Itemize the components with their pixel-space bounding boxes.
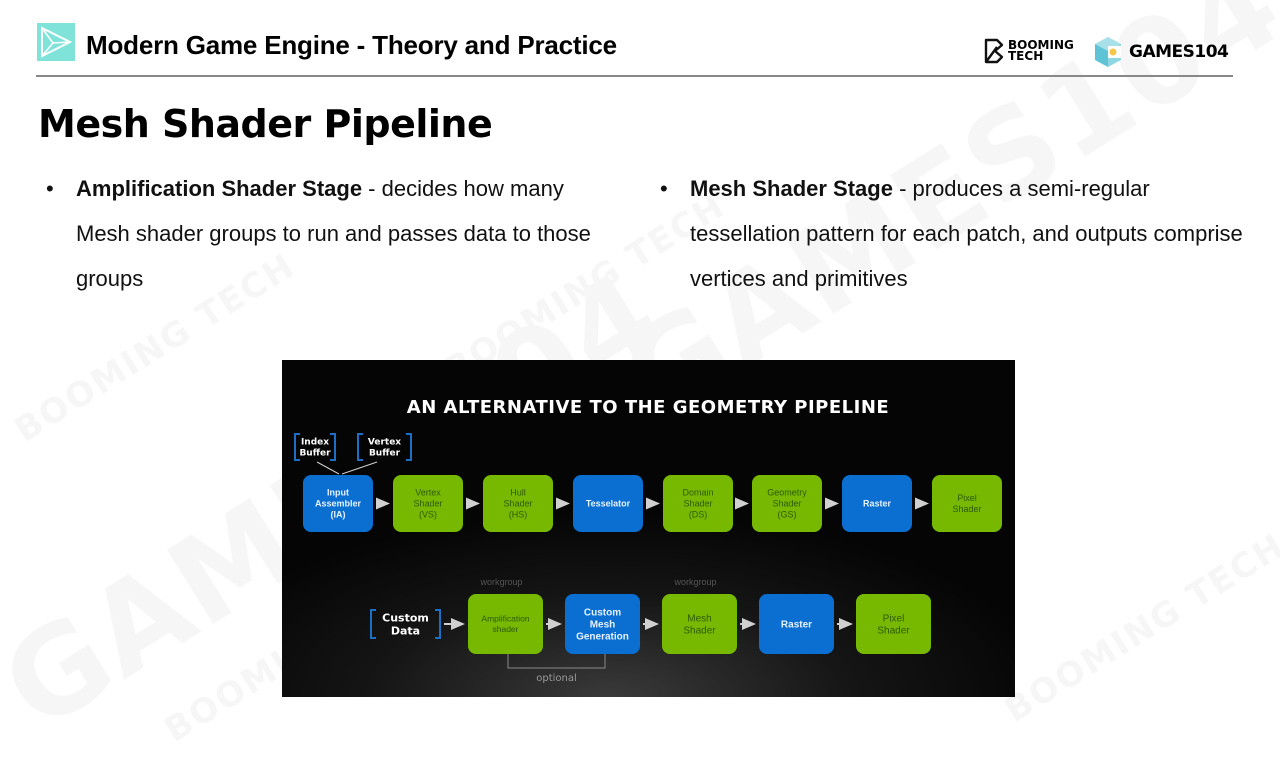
- stage-label: (DS): [689, 510, 708, 520]
- input-label: Vertex: [368, 438, 401, 448]
- stage-box: [573, 475, 643, 532]
- stage-box: [393, 475, 463, 532]
- bullet-dot: •: [660, 176, 668, 201]
- games104-logo: GAMES104: [1093, 35, 1229, 69]
- input-label: Index: [301, 438, 329, 448]
- input-label: Buffer: [299, 449, 331, 459]
- diagram-title: AN ALTERNATIVE TO THE GEOMETRY PIPELINE: [407, 397, 889, 418]
- stage-label: Raster: [781, 620, 812, 631]
- stage-box: [662, 594, 737, 654]
- bullet-term: Mesh Shader Stage: [690, 176, 893, 201]
- stage-label: Input: [327, 488, 349, 498]
- stage-label: Shader: [877, 626, 910, 637]
- stage-raster: Raster: [842, 475, 912, 532]
- connector-index-buffer: [316, 461, 340, 475]
- stage-label: Amplification: [481, 614, 529, 624]
- booming-tech-logo: BOOMING TECH: [983, 38, 1074, 64]
- bullet-description: - decides how many Mesh shader groups to…: [76, 176, 591, 291]
- pipeline-diagram: AN ALTERNATIVE TO THE GEOMETRY PIPELINE …: [282, 360, 1015, 697]
- bracket-left: [294, 433, 300, 461]
- input-label: Data: [391, 624, 420, 637]
- bullet-dot: •: [46, 176, 54, 201]
- games104-cube-icon: [1095, 37, 1121, 67]
- stage-label: (IA): [331, 510, 346, 520]
- stage-label: Geometry: [767, 488, 807, 498]
- stage-label: Mesh: [687, 614, 711, 625]
- stage-box: [932, 475, 1002, 532]
- bracket-right: [330, 433, 336, 461]
- stage-label: Assembler: [315, 499, 362, 509]
- stage-label: Vertex: [415, 488, 441, 498]
- stage-label: (VS): [419, 510, 437, 520]
- stage-label: shader: [493, 624, 519, 634]
- page-title: Mesh Shader Pipeline: [38, 102, 493, 146]
- stage-label: Tesselator: [586, 499, 631, 509]
- stage-label: Shader: [413, 499, 442, 509]
- booming-tech-icon: [984, 38, 1004, 64]
- stage-label: Generation: [576, 632, 629, 643]
- workgroup-label: workgroup: [673, 577, 716, 587]
- stage-box: [842, 475, 912, 532]
- bullet-description: - produces a semi-regular tessellation p…: [690, 176, 1243, 291]
- stage-box: [468, 594, 543, 654]
- bracket-right: [435, 609, 441, 639]
- header-divider: [36, 75, 1233, 77]
- connector-vertex-buffer: [341, 461, 378, 475]
- stage-label: Pixel: [957, 493, 977, 503]
- stage-label: Custom: [584, 608, 621, 619]
- stage-tesselator: Tesselator: [573, 475, 643, 532]
- workgroup-label: workgroup: [479, 577, 522, 587]
- stage-box: [663, 475, 733, 532]
- bracket-left: [357, 433, 363, 461]
- stage-box: [565, 594, 640, 654]
- stage-box: [752, 475, 822, 532]
- stage-label: Shader: [683, 626, 716, 637]
- stage-label: Raster: [863, 499, 892, 509]
- optional-label: optional: [536, 673, 577, 684]
- stage-label: Domain: [682, 488, 713, 498]
- stage-box: [759, 594, 834, 654]
- stage-label: Mesh: [590, 620, 616, 631]
- stage-label: (HS): [509, 510, 528, 520]
- bullet-term: Amplification Shader Stage: [76, 176, 363, 201]
- booming-text: BOOMING: [1008, 38, 1074, 52]
- games104-text: GAMES104: [1129, 42, 1229, 62]
- stage-raster: Raster: [759, 594, 834, 654]
- bracket-left: [370, 609, 376, 639]
- watermark-booming-tech: BOOMING TECH: [997, 525, 1280, 731]
- stage-label: Shader: [772, 499, 801, 509]
- stage-box: [303, 475, 373, 532]
- stage-box: [856, 594, 931, 654]
- bracket-right: [406, 433, 412, 461]
- tech-text: TECH: [1008, 49, 1044, 63]
- bullet-amplification-shader: • Amplification Shader Stage - decides ho…: [46, 166, 616, 301]
- bullet-mesh-shader: • Mesh Shader Stage - produces a semi-reg…: [660, 166, 1250, 301]
- stage-label: Hull: [510, 488, 526, 498]
- stage-label: (GS): [778, 510, 797, 520]
- optional-bracket: [507, 654, 606, 669]
- course-logo-icon: [37, 23, 75, 61]
- course-title: Modern Game Engine - Theory and Practice: [86, 30, 617, 60]
- input-label: Custom: [382, 611, 429, 624]
- input-label: Buffer: [369, 449, 401, 459]
- stage-label: Shader: [503, 499, 532, 509]
- stage-box: [483, 475, 553, 532]
- stage-label: Pixel: [883, 614, 905, 625]
- stage-label: Shader: [952, 504, 981, 514]
- stage-label: Shader: [683, 499, 712, 509]
